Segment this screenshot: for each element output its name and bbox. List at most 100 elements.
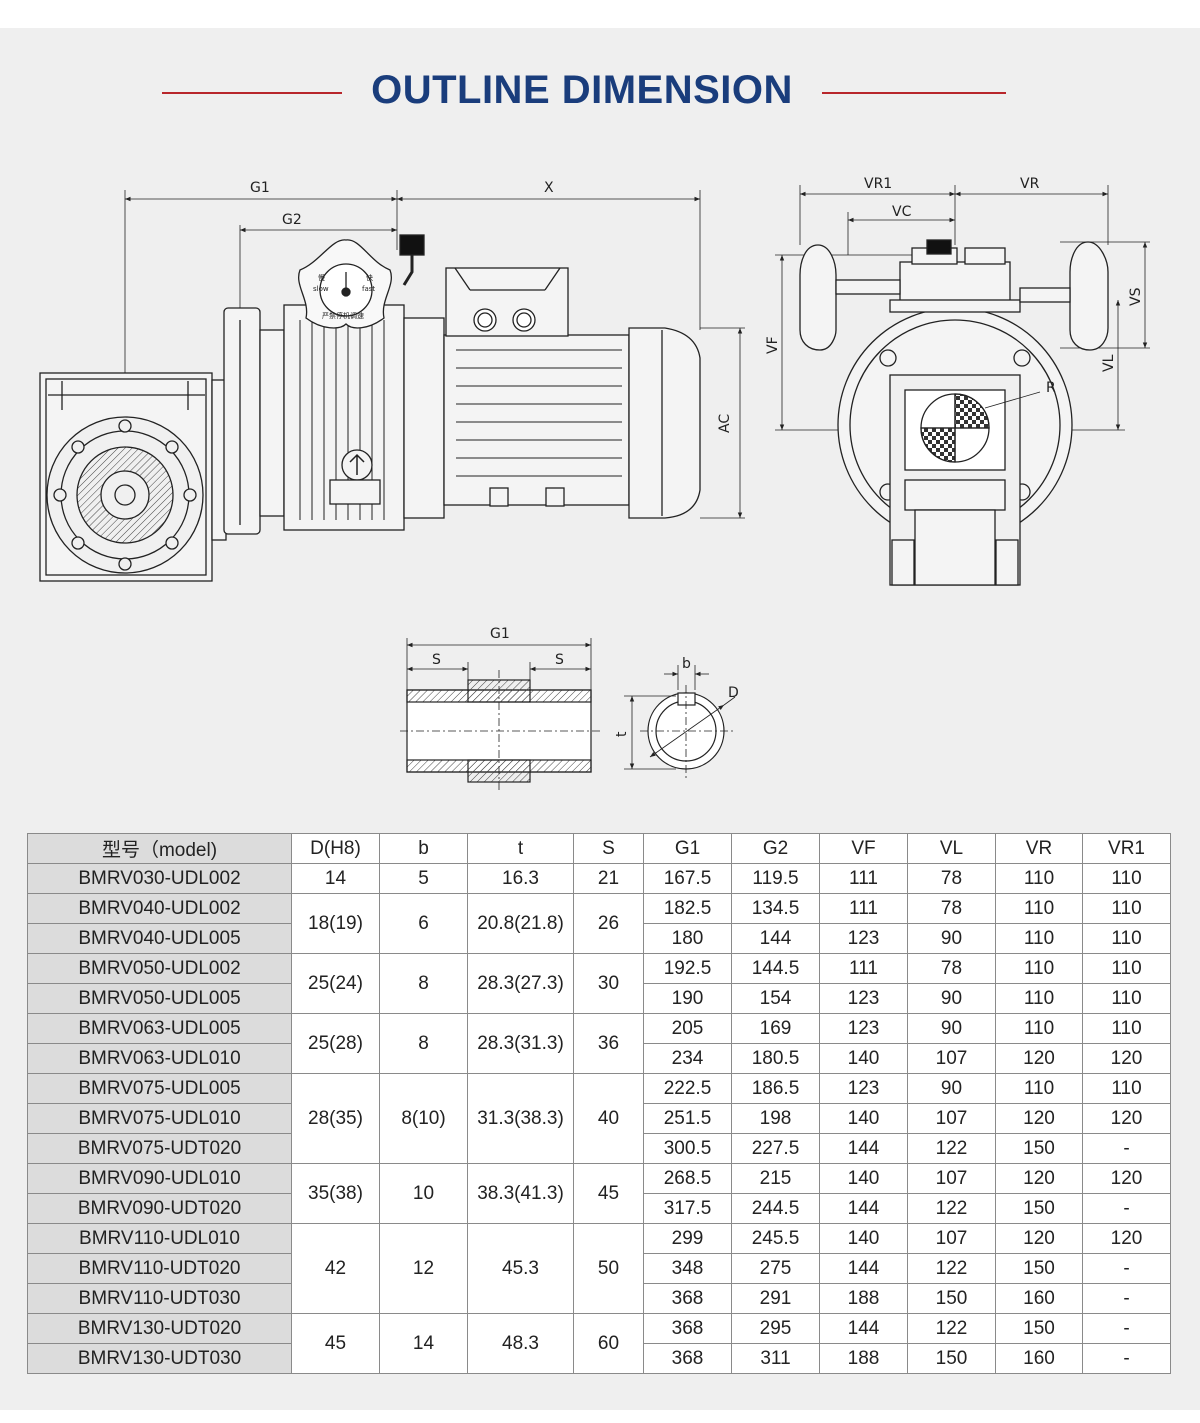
cell-vl: 90	[907, 1013, 996, 1044]
cell-g1: 167.5	[643, 863, 732, 894]
cell-g2: 198	[731, 1103, 820, 1134]
cell-model: BMRV110-UDT030	[27, 1283, 292, 1314]
cell-vr1: 120	[1082, 1223, 1171, 1254]
label-vr1: VR1	[864, 176, 892, 192]
cell-b: 14	[379, 1313, 468, 1374]
cell-t: 28.3(31.3)	[467, 1013, 574, 1074]
cell-vl: 122	[907, 1193, 996, 1224]
header-g2: G2	[731, 833, 820, 864]
cell-b: 5	[379, 863, 468, 894]
label-shaft-g1: G1	[490, 626, 510, 642]
cell-vr: 120	[995, 1163, 1083, 1194]
cell-vr: 120	[995, 1223, 1083, 1254]
cell-g2: 311	[731, 1343, 820, 1374]
cell-vr1: -	[1082, 1133, 1171, 1164]
cell-g1: 182.5	[643, 893, 732, 924]
cell-g1: 368	[643, 1283, 732, 1314]
cell-vr: 110	[995, 863, 1083, 894]
top-strip	[0, 0, 1200, 28]
cell-model: BMRV030-UDL002	[27, 863, 292, 894]
cell-vf: 111	[819, 953, 908, 984]
cell-vf: 140	[819, 1103, 908, 1134]
header-d: D(H8)	[291, 833, 380, 864]
cell-s: 30	[573, 953, 644, 1014]
cell-vr1: 110	[1082, 1013, 1171, 1044]
cell-d: 45	[291, 1313, 380, 1374]
cell-vr1: 110	[1082, 863, 1171, 894]
cell-g1: 368	[643, 1343, 732, 1374]
cell-vr1: 110	[1082, 893, 1171, 924]
cell-d: 28(35)	[291, 1073, 380, 1164]
cell-model: BMRV130-UDT030	[27, 1343, 292, 1374]
cell-b: 12	[379, 1223, 468, 1314]
knob-text-slow: slow	[313, 285, 329, 293]
cell-vf: 188	[819, 1343, 908, 1374]
cell-b: 8	[379, 1013, 468, 1074]
cell-g2: 154	[731, 983, 820, 1014]
label-r: R	[1046, 380, 1056, 396]
cell-vl: 122	[907, 1313, 996, 1344]
cell-s: 40	[573, 1073, 644, 1164]
outline-drawing: G1 G2 X AC VR1 VR VC VF VS VL R G1 S S b…	[39, 176, 1150, 790]
cell-t: 20.8(21.8)	[467, 893, 574, 954]
cell-t: 28.3(27.3)	[467, 953, 574, 1014]
header-model: 型号（model)	[27, 833, 292, 864]
cell-vf: 123	[819, 1073, 908, 1104]
cell-d: 18(19)	[291, 893, 380, 954]
cell-vf: 188	[819, 1283, 908, 1314]
cell-vr1: 120	[1082, 1163, 1171, 1194]
cell-vr1: 120	[1082, 1043, 1171, 1074]
cell-model: BMRV050-UDL005	[27, 983, 292, 1014]
cell-model: BMRV130-UDT020	[27, 1313, 292, 1344]
cell-vl: 78	[907, 863, 996, 894]
cell-vf: 140	[819, 1223, 908, 1254]
cell-model: BMRV090-UDL010	[27, 1163, 292, 1194]
title-row: OUTLINE DIMENSION	[0, 62, 1200, 122]
cell-vl: 90	[907, 923, 996, 954]
cell-vl: 107	[907, 1103, 996, 1134]
side-view	[775, 185, 1150, 586]
cell-g2: 186.5	[731, 1073, 820, 1104]
front-view	[39, 190, 745, 582]
cell-model: BMRV110-UDL010	[27, 1223, 292, 1254]
cell-vr1: -	[1082, 1283, 1171, 1314]
cell-d: 25(28)	[291, 1013, 380, 1074]
cell-vf: 144	[819, 1133, 908, 1164]
header-s: S	[573, 833, 644, 864]
cell-model: BMRV090-UDT020	[27, 1193, 292, 1224]
label-vl: VL	[1101, 354, 1117, 372]
cell-s: 21	[573, 863, 644, 894]
cell-vr: 120	[995, 1103, 1083, 1134]
cell-b: 10	[379, 1163, 468, 1224]
cell-g2: 244.5	[731, 1193, 820, 1224]
shaft-detail	[400, 638, 736, 790]
cell-vr: 110	[995, 1073, 1083, 1104]
header-vr: VR	[995, 833, 1083, 864]
cell-model: BMRV075-UDL005	[27, 1073, 292, 1104]
cell-vl: 107	[907, 1163, 996, 1194]
cell-b: 8	[379, 953, 468, 1014]
spec-table: 型号（model) D(H8) b t S G1 G2 VF VL VR VR1…	[27, 833, 1171, 1374]
cell-vr: 150	[995, 1313, 1083, 1344]
cell-vl: 90	[907, 983, 996, 1014]
cell-g2: 134.5	[731, 893, 820, 924]
label-vc: VC	[892, 204, 912, 220]
cell-vf: 111	[819, 893, 908, 924]
bottom-strip	[0, 1410, 1200, 1423]
header-vf: VF	[819, 833, 908, 864]
cell-t: 16.3	[467, 863, 574, 894]
label-t: t	[614, 731, 630, 737]
cell-g2: 245.5	[731, 1223, 820, 1254]
cell-vr: 150	[995, 1193, 1083, 1224]
